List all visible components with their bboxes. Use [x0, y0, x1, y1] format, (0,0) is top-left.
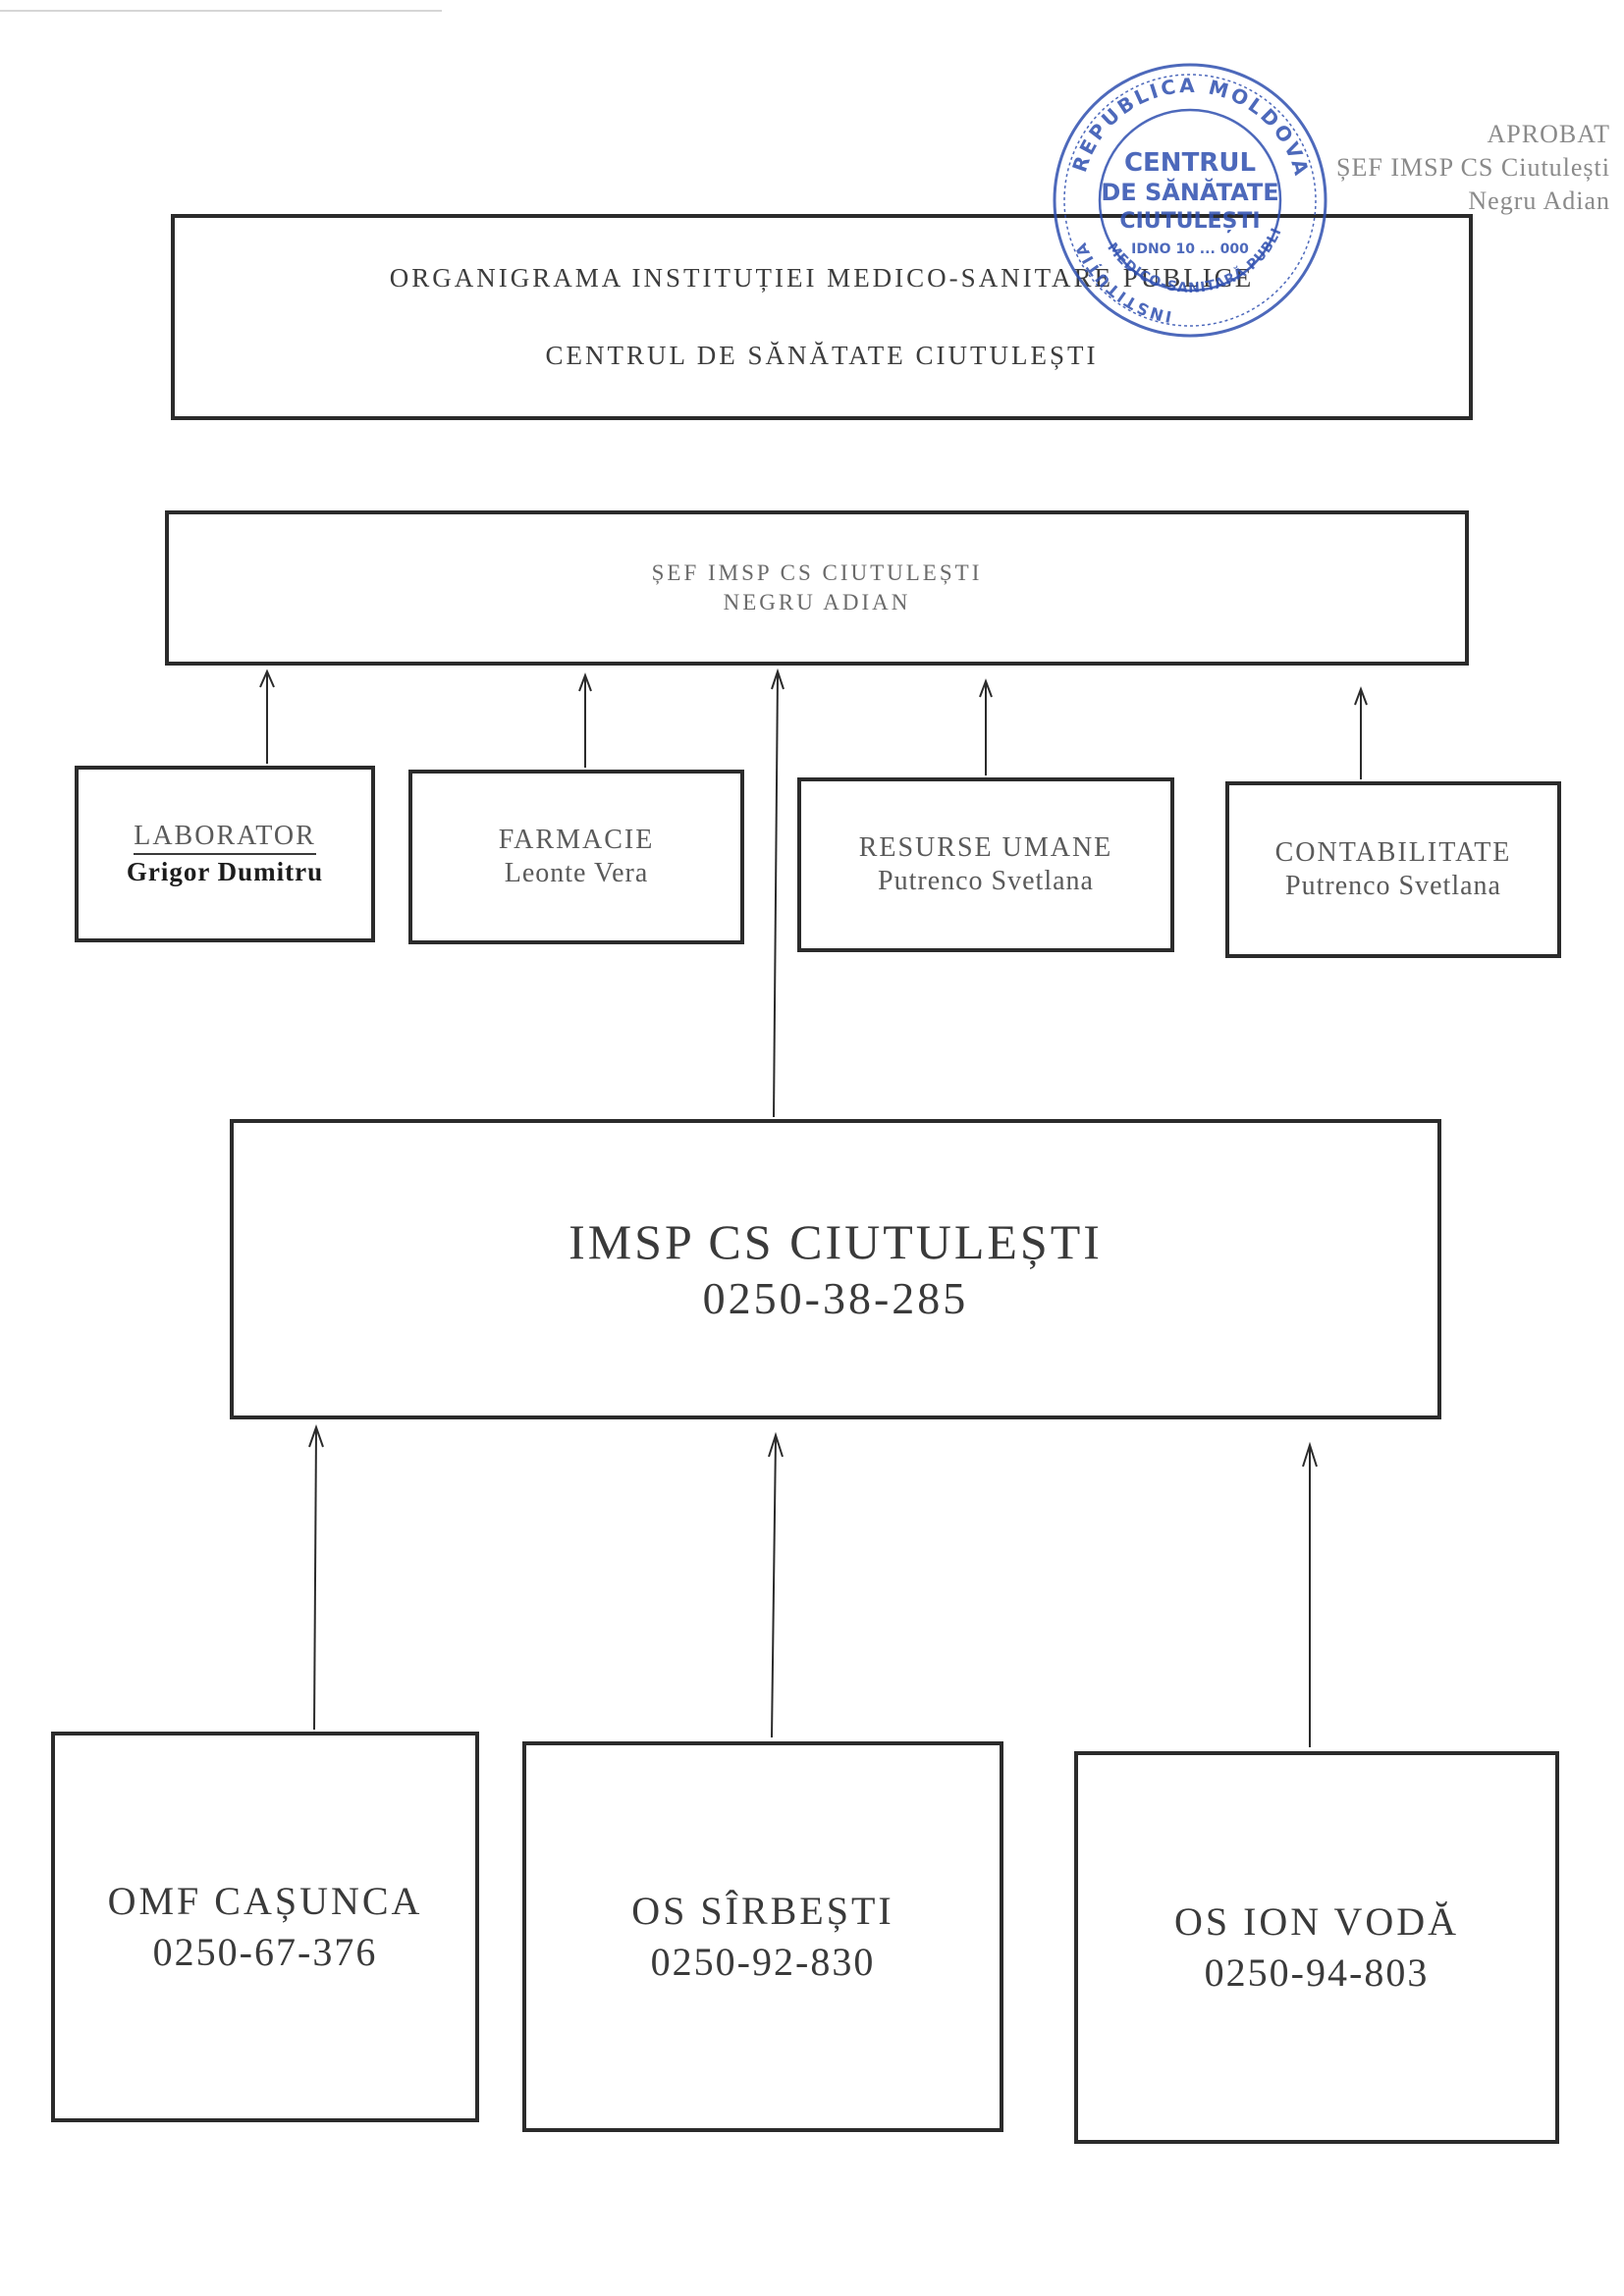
arrow-casunca-to-center [313, 1428, 317, 1731]
head-of-institution-box: ȘEF IMSP CS CIUTULEȘTI NEGRU ADIAN [165, 510, 1469, 666]
arrowhead [979, 678, 993, 698]
unit-name: OMF CAȘUNCA [107, 1879, 423, 1923]
department-person: Putrenco Svetlana [1285, 871, 1501, 901]
department-box-accounting: CONTABILITATE Putrenco Svetlana [1225, 781, 1561, 958]
unit-name: OS ION VODĂ [1173, 1899, 1460, 1944]
department-box-laboratory: LABORATOR Grigor Dumitru [75, 766, 375, 942]
unit-box-casunca: OMF CAȘUNCA 0250-67-376 [51, 1732, 479, 2122]
department-title: RESURSE UMANE [858, 832, 1113, 863]
department-box-human-resources: RESURSE UMANE Putrenco Svetlana [797, 777, 1174, 952]
center-name: IMSP CS CIUTULEȘTI [568, 1214, 1103, 1269]
approval-line-3: Negru Adian [1468, 187, 1610, 215]
unit-phone: 0250-94-803 [1204, 1950, 1430, 1995]
unit-phone: 0250-67-376 [152, 1930, 378, 1974]
arrowhead [1302, 1441, 1318, 1468]
department-title: FARMACIE [498, 825, 655, 855]
department-box-pharmacy: FARMACIE Leonte Vera [408, 770, 744, 944]
arrowhead [768, 1431, 784, 1458]
approval-line-1: APROBAT [1487, 120, 1610, 148]
approval-block: APROBAT ȘEF IMSP CS Ciutulești Negru Adi… [1276, 118, 1610, 218]
main-center-box: IMSP CS CIUTULEȘTI 0250-38-285 [230, 1119, 1441, 1419]
department-title: LABORATOR [134, 820, 316, 855]
approval-line-2: ȘEF IMSP CS Ciutulești [1336, 153, 1610, 182]
department-person: Grigor Dumitru [126, 857, 324, 886]
arrowhead [1354, 686, 1368, 706]
unit-phone: 0250-92-830 [650, 1940, 876, 1984]
scan-edge-line [0, 10, 442, 12]
department-person: Leonte Vera [504, 858, 649, 888]
department-title: CONTABILITATE [1274, 837, 1512, 868]
seal-center-line-2: DE SĂNĂTATE [1101, 177, 1278, 206]
seal-center-line-1: CENTRUL [1124, 148, 1256, 178]
department-person: Putrenco Svetlana [878, 866, 1094, 896]
arrowhead [308, 1423, 324, 1448]
official-stamp-seal: REPUBLICA MOLDOVA INSTITUȚIA MEDICO-SANI… [1043, 53, 1327, 338]
seal-center-line-3: CIUTULEȘTI [1119, 209, 1260, 234]
center-phone: 0250-38-285 [702, 1273, 969, 1323]
head-name: NEGRU ADIAN [723, 590, 911, 614]
arrow-sirbesti-to-center [771, 1436, 777, 1738]
arrow-center-to-head [773, 672, 779, 1118]
arrowhead [771, 667, 785, 690]
title-line-2: CENTRUL DE SĂNĂTATE CIUTULEȘTI [545, 341, 1099, 370]
seal-idno: IDNO 10 ... 000 [1131, 241, 1249, 257]
arrowhead [259, 668, 275, 688]
head-title: ȘEF IMSP CS CIUTULEȘTI [651, 561, 983, 585]
title-line-1: ORGANIGRAMA INSTITUȚIEI MEDICO-SANITARE … [389, 263, 1255, 293]
unit-box-sirbesti: OS SÎRBEȘTI 0250-92-830 [522, 1741, 1003, 2132]
arrowhead [578, 672, 592, 692]
unit-box-ion-voda: OS ION VODĂ 0250-94-803 [1074, 1751, 1559, 2144]
unit-name: OS SÎRBEȘTI [631, 1889, 894, 1933]
